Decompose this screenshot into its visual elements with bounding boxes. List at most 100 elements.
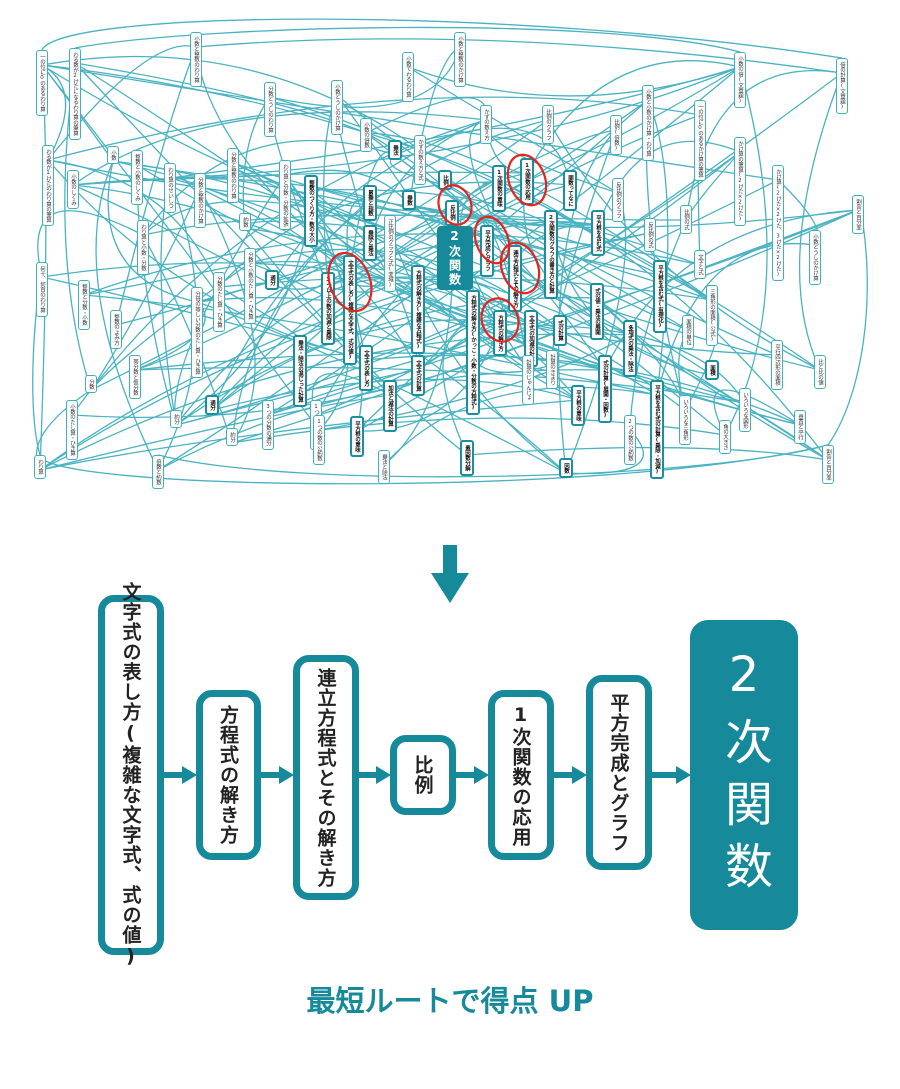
map-node: 乗除と乗法 <box>363 225 377 262</box>
map-node: 3つの分数の通分 <box>262 400 274 451</box>
map-node: 何十、何百のわり算 <box>36 262 48 317</box>
map-node: 1つの数の公約数 <box>313 415 325 466</box>
map-node: 比例 <box>438 170 452 191</box>
map-edge <box>269 46 461 108</box>
step-box-expressions: 文字式の表し方(複雑な文字式、式の値) <box>98 582 164 968</box>
map-node: いろいろな図形 <box>739 388 751 433</box>
caption: 最短ルートで得点 UP <box>306 984 594 1018</box>
map-edge <box>356 324 501 432</box>
map-edge <box>74 62 529 371</box>
map-node: 分数のたし算・ひき算 <box>213 272 225 333</box>
map-edge <box>41 64 779 181</box>
map-edge <box>47 159 367 361</box>
map-edge <box>134 269 351 371</box>
map-node: 約分 <box>226 428 238 447</box>
goal-box-quadratic: 2次関数 <box>690 620 798 930</box>
step-box-equations: 方程式の解き方 <box>196 690 261 860</box>
map-edge <box>383 386 658 466</box>
map-edge <box>597 140 741 226</box>
step-box-simultaneous: 連立方程式とその解き方 <box>293 655 359 900</box>
map-node: 小数どうしのかけ算 <box>809 230 821 285</box>
step-label: 比例 <box>411 755 434 795</box>
map-edge <box>175 179 779 426</box>
map-node: 比と比の値 <box>814 355 826 390</box>
map-edge <box>47 159 220 288</box>
map-edge <box>39 394 391 471</box>
map-edge <box>195 46 351 271</box>
map-edge <box>369 119 487 241</box>
map-node: 加法と減法の計算 <box>383 380 397 432</box>
map-edge <box>175 296 598 426</box>
map-node: 式の計算 <box>553 315 567 346</box>
map-node: 計算のじゅんじょ <box>522 355 534 405</box>
map-node: 方程式の解き方(かっこ・小数・分数の方程式) <box>466 290 480 416</box>
map-edge <box>157 369 606 471</box>
map-edge <box>74 26 741 53</box>
map-edge <box>284 169 410 206</box>
map-edge <box>596 297 829 461</box>
map-node: 割合と百分率 <box>822 445 834 485</box>
map-node: 式の値・乗法の展開 <box>590 283 604 340</box>
map-node: 2つの数の公約数 <box>624 415 636 466</box>
map-node: 角の大きさ <box>719 420 731 455</box>
map-node: 面積の単位 <box>682 315 694 350</box>
arrow-right-icon <box>652 766 691 784</box>
map-node: 整数のつくり方・数の大小 <box>304 175 318 248</box>
map-node: 反比例の式 <box>644 218 656 253</box>
map-node: 反比例のグラフ <box>612 178 624 223</box>
map-edge <box>90 187 201 391</box>
map-edge <box>466 446 829 461</box>
map-node: 一の位に0のあるかけ算の筆算 <box>694 100 706 182</box>
map-node: 素因数分解 <box>460 440 474 477</box>
map-edge <box>39 444 829 485</box>
down-arrow-icon <box>431 545 469 603</box>
map-node: 分数どうしのわり算 <box>264 82 276 137</box>
map-node: 連立方程式とその解き方 <box>508 245 522 313</box>
map-node: 小数の倍(文章題) <box>734 52 746 108</box>
map-edge <box>231 199 371 444</box>
map-edge <box>115 46 197 326</box>
map-edge <box>827 194 868 446</box>
map-node: いろいろな三角形 <box>679 395 691 445</box>
map-node: 小数 <box>107 146 119 165</box>
map-edge <box>249 262 567 474</box>
map-node: 倍数と約数 <box>152 455 164 490</box>
map-node: 分数と小数のたし算・ひき算 <box>244 248 256 324</box>
map-node: 1次関数の応用 <box>520 158 534 205</box>
map-edge <box>798 72 843 371</box>
map-node: 分数と整数のわり算 <box>227 148 239 203</box>
map-node: 小数のたし算・ひき算 <box>66 400 78 461</box>
map-node: 約分 <box>170 410 182 429</box>
map-node: 一の位に0のあるわり算 <box>36 50 48 116</box>
map-edge <box>724 66 768 436</box>
map-node: 小数どうしのかけ算 <box>331 80 343 135</box>
map-node: 方程式の解き方 <box>493 310 507 357</box>
map-node: 小数でわるわり算 <box>402 52 414 102</box>
map-edge <box>336 94 778 356</box>
map-node: 整数と分数・小数 <box>78 280 90 330</box>
map-node: 小数と小数のかけ算・わり算 <box>642 85 654 161</box>
arrow-right-icon <box>359 766 391 784</box>
map-node: わり算 <box>34 455 46 479</box>
map-node: 分数と整数のかけ算 <box>194 173 206 228</box>
arrow-right-icon <box>164 766 197 784</box>
map-node: 乗法 <box>388 140 402 161</box>
map-edge <box>199 187 256 444</box>
map-node: 整数と小数のしくみ <box>131 150 143 205</box>
map-node: わり算のせいしつ <box>164 163 176 213</box>
step-label: 文字式の表し方(複雑な文字式、式の値) <box>119 582 142 968</box>
map-edge <box>157 99 649 471</box>
arrow-right-icon <box>554 766 587 784</box>
arrow-right-icon <box>456 766 489 784</box>
map-edge <box>389 229 567 474</box>
map-node: 式の計算(展開・因数) <box>598 355 612 424</box>
map-edge <box>142 214 599 236</box>
map-edge <box>318 334 631 431</box>
map-node: かけ算の筆算(2けた×2けた) <box>734 137 746 226</box>
map-node: かけ算(2けた×2けた、3けた×2けた) <box>772 165 784 282</box>
map-node: わり算と分数・分数の拡張 <box>279 160 291 231</box>
map-edge <box>419 149 829 461</box>
map-node: 平方根を含む式(有理化) <box>653 260 667 334</box>
map-edge <box>349 269 778 356</box>
map-node: 文字と式 <box>694 250 706 279</box>
